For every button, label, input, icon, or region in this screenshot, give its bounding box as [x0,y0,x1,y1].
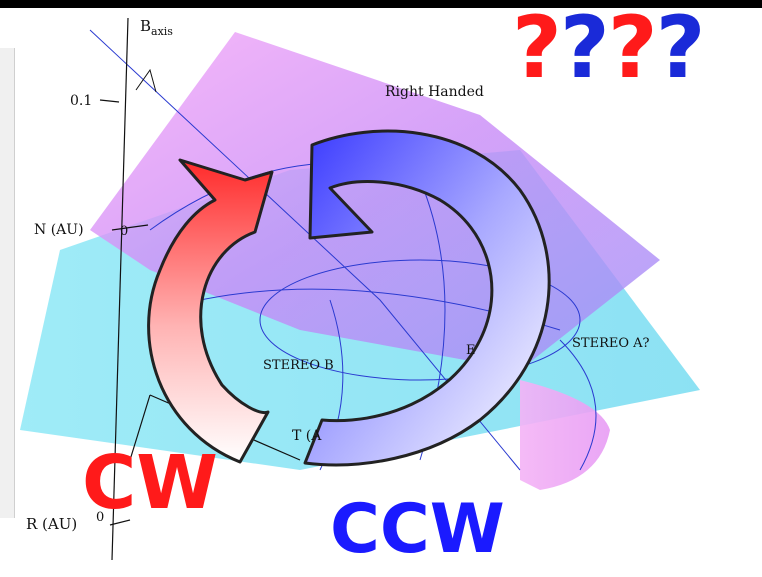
cw-label: CW [82,440,218,526]
cw-arrow-icon [147,158,274,464]
question-marks: ???? [512,0,706,98]
ccw-label: CCW [330,490,505,569]
tick-label-0-1: 0.1 [70,93,93,109]
n-axis-zero: 0 [120,224,129,239]
stereo-a-label: STEREO A? [572,336,650,351]
stereo-b-label: STEREO B [263,358,334,373]
top-bar [0,0,762,8]
n-axis-label: N (AU) [34,222,84,238]
ccw-arrow-icon [303,129,551,467]
partial-e-label: E [466,343,476,358]
b-axis-label: Baxis [140,17,173,38]
right-handed-label: Right Handed [385,84,484,100]
magenta-cylinder [520,380,610,490]
left-panel-strip [0,48,15,518]
r-axis-label: R (AU) [26,515,78,533]
r-axis-zero: 0 [96,510,105,525]
t-axis-label: T (A [292,428,322,444]
b-axis-arrowhead [135,68,157,93]
